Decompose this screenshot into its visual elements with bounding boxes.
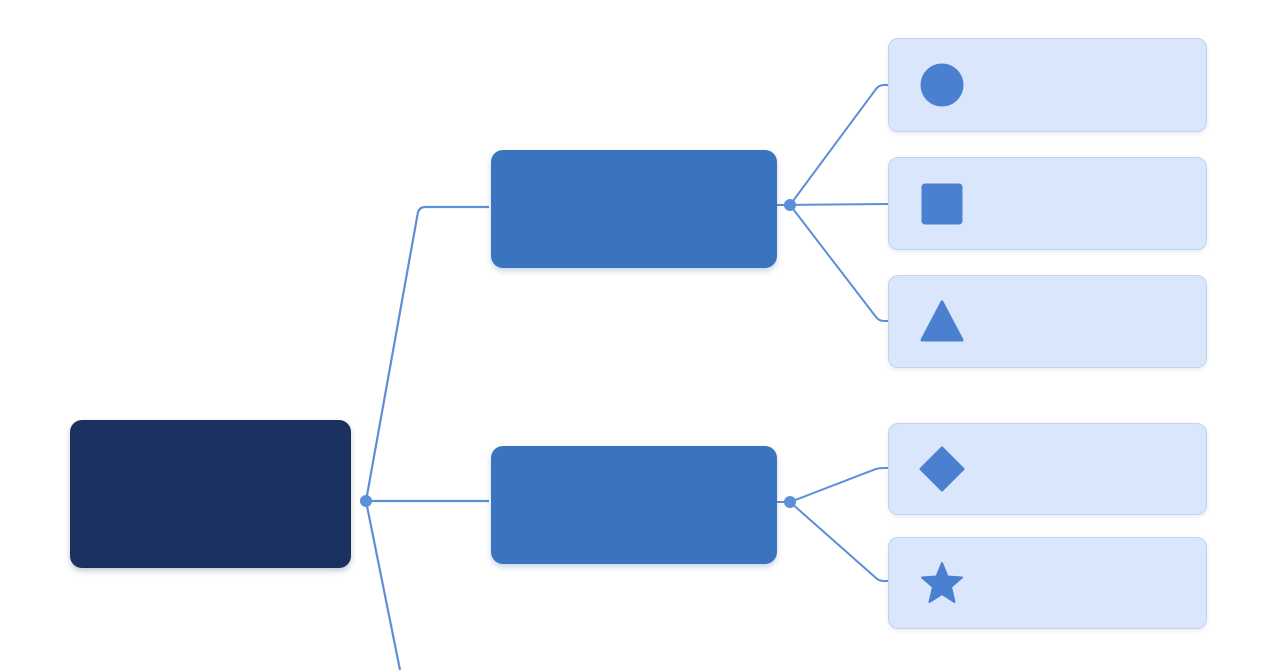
triangle-icon bbox=[920, 300, 964, 341]
connector-branch-2-to-leaf-4 bbox=[777, 467, 888, 503]
connector-root-continuation bbox=[364, 500, 402, 670]
root-node[interactable] bbox=[70, 420, 351, 568]
leaf-node-square[interactable] bbox=[888, 157, 1207, 250]
leaf-node-star[interactable] bbox=[888, 537, 1207, 629]
square-icon bbox=[921, 183, 963, 224]
connector-branch-1-to-leaf-3 bbox=[789, 204, 888, 322]
leaf-node-circle[interactable] bbox=[888, 38, 1207, 132]
star-icon bbox=[921, 562, 963, 603]
connector-branch-1-to-leaf-1 bbox=[777, 84, 888, 206]
branch-node-1[interactable] bbox=[491, 150, 777, 268]
connector-dot-branch-2 bbox=[784, 496, 796, 508]
leaf-node-triangle[interactable] bbox=[888, 275, 1207, 368]
connector-dot-root bbox=[360, 495, 372, 507]
circle-icon bbox=[920, 63, 964, 107]
connector-branch-2-to-leaf-5 bbox=[789, 501, 888, 582]
leaf-node-diamond[interactable] bbox=[888, 423, 1207, 515]
branch-node-2[interactable] bbox=[491, 446, 777, 564]
connector-dot-branch-1 bbox=[784, 199, 796, 211]
diamond-icon bbox=[919, 446, 965, 492]
connector-root-to-branch-1 bbox=[364, 205, 489, 502]
